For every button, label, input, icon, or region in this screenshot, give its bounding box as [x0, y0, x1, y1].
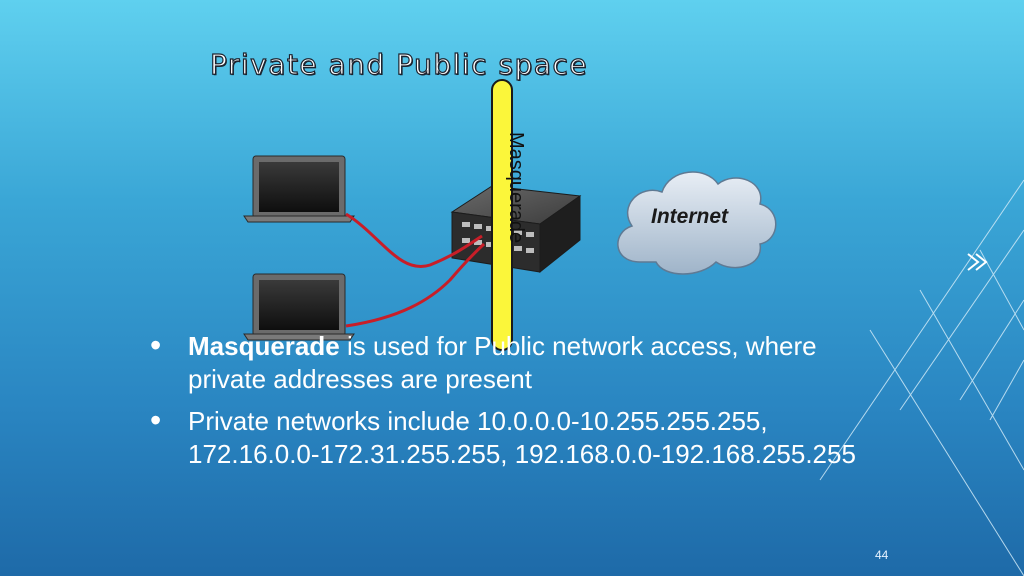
internet-label: Internet [651, 205, 728, 229]
bullet-dot-icon: • [150, 330, 161, 360]
laptop-1-icon [244, 156, 354, 222]
bullet-bold: Masquerade [188, 331, 340, 361]
bullet-text: Masquerade is used for Public network ac… [188, 331, 817, 394]
bullet-text: Private networks include 10.0.0.0-10.255… [188, 406, 856, 469]
page-number: 44 [875, 548, 888, 562]
masquerade-label: Masquerade [506, 132, 526, 243]
bullet-item-2: • Private networks include 10.0.0.0-10.2… [150, 405, 870, 471]
bullet-body: Private networks include 10.0.0.0-10.255… [188, 406, 856, 469]
bullet-dot-icon: • [150, 405, 161, 435]
bullet-list: • Masquerade is used for Public network … [150, 330, 870, 480]
bullet-item-1: • Masquerade is used for Public network … [150, 330, 870, 396]
